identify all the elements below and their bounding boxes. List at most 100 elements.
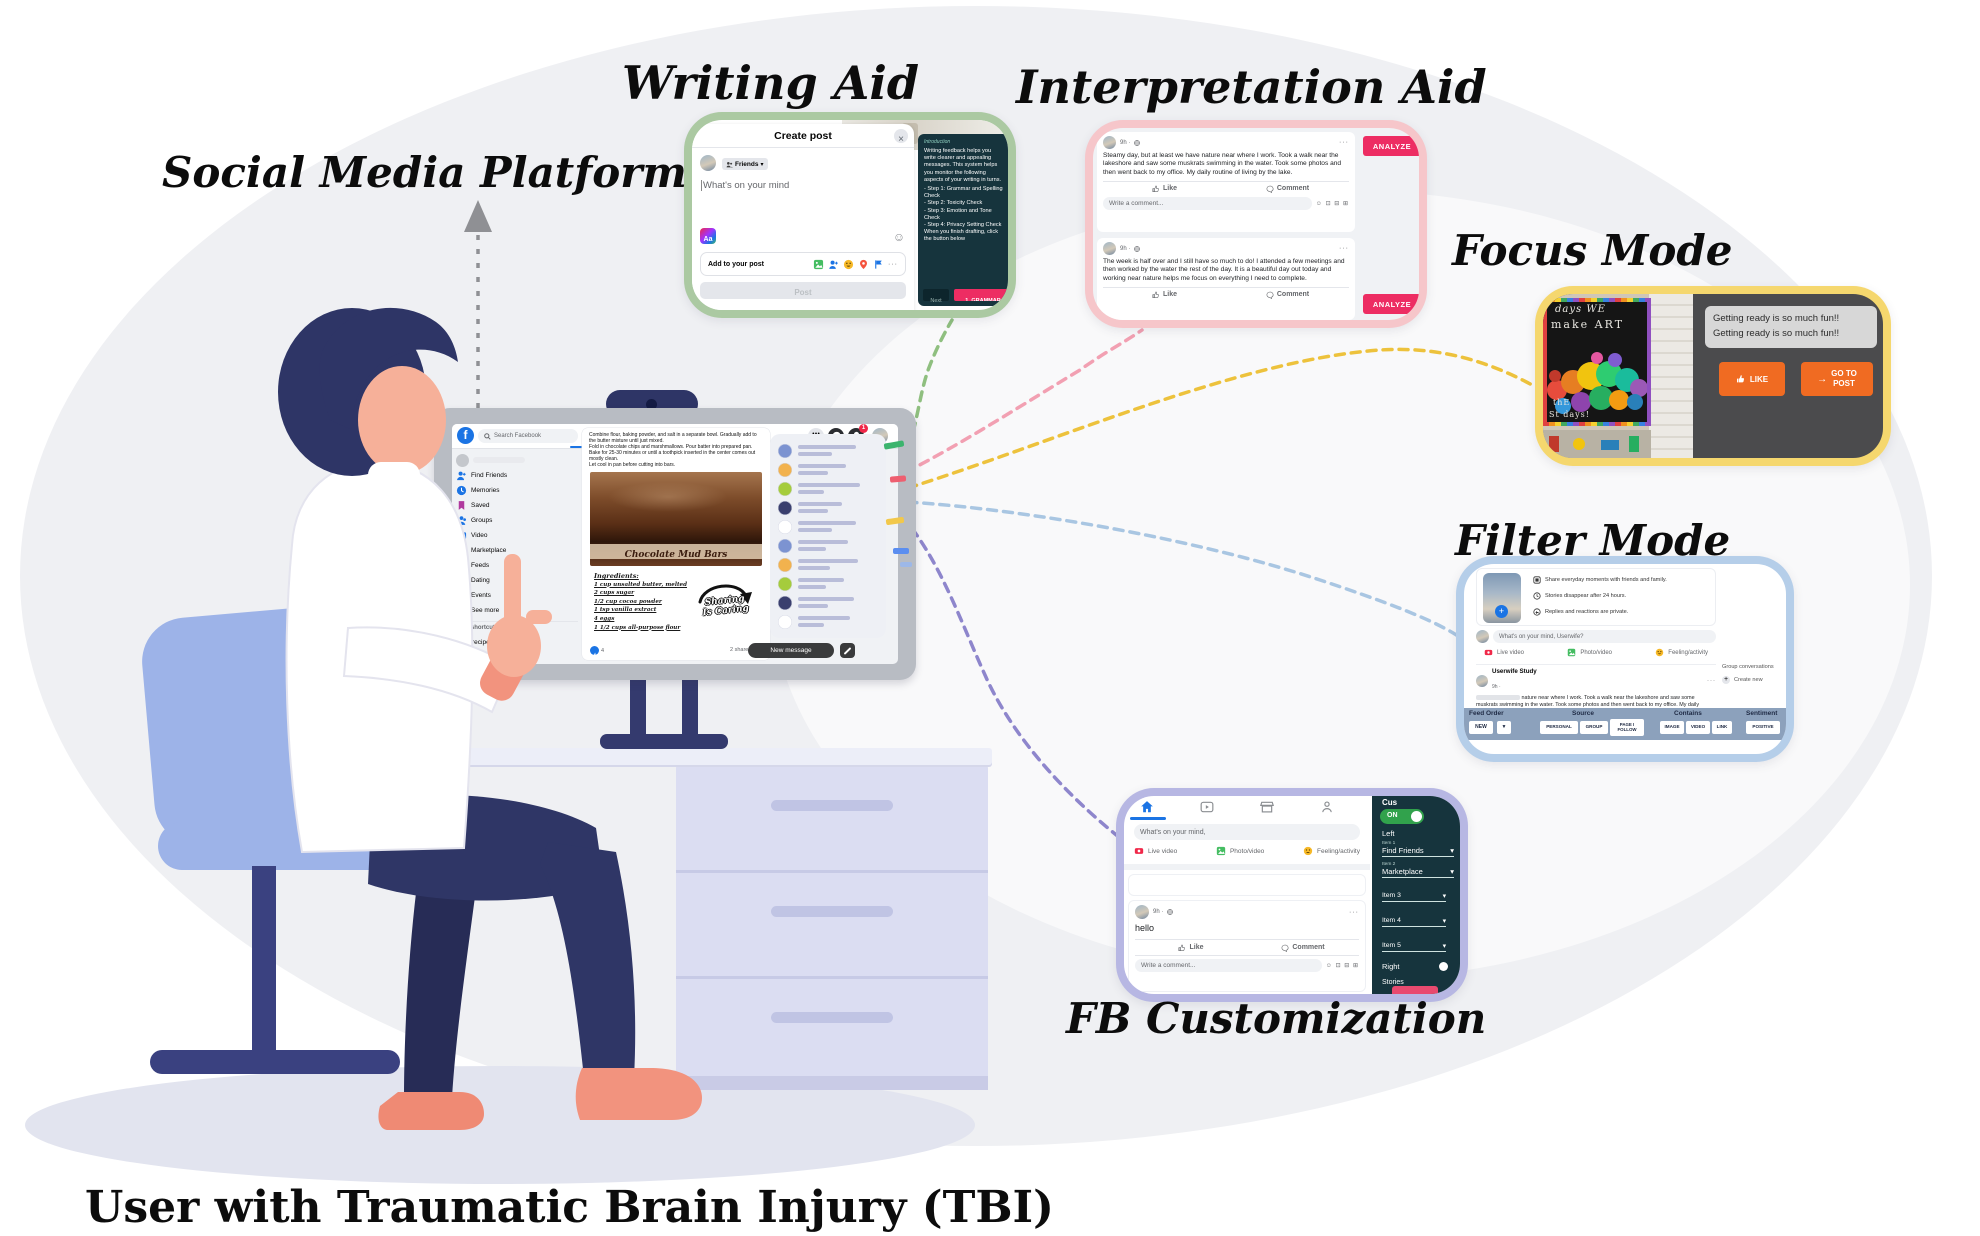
like-button[interactable]: LIKE xyxy=(1719,362,1785,396)
filter-group-label: Sentiment xyxy=(1746,710,1778,717)
post-options[interactable]: ··· xyxy=(1339,139,1349,146)
comment-button[interactable]: Comment xyxy=(1247,944,1359,952)
comment-input[interactable]: Write a comment... xyxy=(1103,197,1312,211)
audience-selector[interactable]: Friends ▾ xyxy=(722,158,768,170)
analyze-button[interactable]: ANALYZE xyxy=(1363,136,1419,156)
tab-home[interactable] xyxy=(1140,800,1154,819)
sidebar-item-saved[interactable]: Saved xyxy=(456,498,578,513)
feed-order-caret[interactable]: ▼ xyxy=(1497,721,1511,734)
sidebar-item-events[interactable]: Events xyxy=(456,588,578,603)
filter-button-page[interactable]: PAGE I FOLLOW xyxy=(1610,719,1644,736)
sidebar-item-video[interactable]: Video xyxy=(456,528,578,543)
post-options[interactable]: ··· xyxy=(1339,245,1349,252)
sidebar-item-find-friends[interactable]: Find Friends xyxy=(456,468,578,483)
filter-button-positive[interactable]: POSITIVE xyxy=(1746,721,1780,734)
post-image[interactable]: Chocolate Mud Bars xyxy=(590,472,762,566)
dropdown-item-3[interactable]: Item 3▾ xyxy=(1382,892,1446,902)
post-button[interactable]: Post xyxy=(700,282,906,299)
search-input[interactable]: Search Facebook xyxy=(478,429,578,443)
sidebar-item-memories[interactable]: Memories xyxy=(456,483,578,498)
create-new-button[interactable]: + Create new xyxy=(1722,676,1763,684)
feeling-icon[interactable] xyxy=(843,259,854,270)
dialog-title: Create post xyxy=(774,130,832,142)
stories-bullet: Replies and reactions are private. xyxy=(1533,608,1628,616)
share-count[interactable]: 2 shares xyxy=(730,647,752,653)
sidebar-item-see-more[interactable]: See more xyxy=(456,603,578,618)
analyze-button[interactable]: ANALYZE xyxy=(1363,294,1419,314)
tab-video[interactable] xyxy=(1200,800,1214,819)
composer-input[interactable]: What's on your mind xyxy=(701,180,789,191)
live-video-button[interactable]: Live video xyxy=(1484,648,1524,657)
story-thumbnail[interactable]: + xyxy=(1483,573,1521,623)
tab-marketplace[interactable] xyxy=(1260,800,1274,819)
sidebar-item-dating[interactable]: Dating xyxy=(456,573,578,588)
photo-video-button[interactable]: Photo/video xyxy=(1216,846,1264,856)
feeling-activity-button[interactable]: Feeling/activity xyxy=(1655,648,1708,657)
label-writing-aid: Writing Aid xyxy=(622,56,919,110)
comment-button[interactable]: Comment xyxy=(1226,291,1349,299)
tab-groups[interactable] xyxy=(1320,800,1334,819)
shortcut-item-recipes[interactable]: recipes xyxy=(456,635,578,650)
drawer-handle xyxy=(771,800,893,811)
dropdown-item-5[interactable]: Item 5▾ xyxy=(1382,942,1446,952)
emoji-button[interactable]: ☺ xyxy=(892,228,906,244)
focus-message-line: Getting ready is so much fun!! xyxy=(1713,313,1840,324)
post-options[interactable]: ··· xyxy=(1349,908,1359,916)
more-icon[interactable]: ··· xyxy=(888,260,898,268)
ingredients-title: Ingredients: xyxy=(594,572,639,580)
post-options[interactable]: ··· xyxy=(1707,677,1716,684)
stories-label: Stories xyxy=(1382,979,1404,986)
sidebar-item-groups[interactable]: Groups xyxy=(456,513,578,528)
video-icon xyxy=(1200,801,1214,813)
sidebar-profile[interactable] xyxy=(456,452,578,468)
sidebar-item-feeds[interactable]: Feeds xyxy=(456,558,578,573)
add-story-button[interactable]: + xyxy=(1495,605,1508,618)
filter-button-link[interactable]: LINK xyxy=(1712,721,1732,734)
composer-input[interactable]: What's on your mind, Userwife? xyxy=(1493,630,1716,643)
on-toggle[interactable]: ON xyxy=(1380,809,1424,824)
photo-video-button[interactable]: Photo/video xyxy=(1567,648,1612,657)
caret-icon: ▾ xyxy=(1450,846,1454,855)
dropdown-item-4[interactable]: Item 4▾ xyxy=(1382,917,1446,927)
filter-button-video[interactable]: VIDEO xyxy=(1686,721,1710,734)
compose-button[interactable] xyxy=(840,643,855,658)
post-body-line: Combine flour, baking powder, and salt i… xyxy=(589,432,757,444)
sticky-note xyxy=(900,562,912,567)
composer-input[interactable]: What's on your mind, xyxy=(1134,824,1360,840)
filter-group-label: Contains xyxy=(1674,710,1702,717)
chair-seat xyxy=(158,822,400,870)
right-toggle-knob[interactable] xyxy=(1439,962,1448,971)
dropdown-find-friends[interactable]: Find Friends▾ xyxy=(1382,846,1454,857)
close-button[interactable]: × xyxy=(894,129,908,145)
caret-icon: ▾ xyxy=(1442,943,1446,950)
tag-friends-icon[interactable] xyxy=(828,259,839,270)
feed-order-value[interactable]: NEW xyxy=(1469,721,1493,734)
dropdown-marketplace[interactable]: Marketplace▾ xyxy=(1382,867,1454,878)
like-count-chip[interactable]: 4 xyxy=(590,646,604,657)
avatar xyxy=(456,453,469,467)
like-button[interactable]: Like xyxy=(1103,291,1226,299)
sidebar-item-marketplace[interactable]: Marketplace xyxy=(456,543,578,558)
composer-placeholder: What's on your mind xyxy=(703,180,790,191)
flag-icon[interactable] xyxy=(873,259,884,270)
live-video-button[interactable]: Live video xyxy=(1134,846,1177,856)
like-button[interactable]: Like xyxy=(1135,944,1247,952)
comment-button[interactable]: Comment xyxy=(1226,185,1349,193)
feeling-activity-button[interactable]: Feeling/activity xyxy=(1303,846,1360,856)
filter-button-personal[interactable]: PERSONAL xyxy=(1540,721,1578,734)
next-button[interactable]: Next xyxy=(923,289,949,304)
comment-input[interactable]: Write a comment... xyxy=(1135,959,1322,972)
sidebar-item-label: Feeds xyxy=(471,562,490,569)
new-message-button[interactable]: New message xyxy=(748,643,834,658)
text-format-button[interactable]: Aa xyxy=(700,228,716,244)
grammar-button[interactable]: 1. GRAMMAR xyxy=(954,289,1008,301)
sidebar-action-button[interactable] xyxy=(1392,986,1438,994)
photo-icon[interactable] xyxy=(813,259,824,270)
checkin-icon[interactable] xyxy=(858,259,869,270)
filter-button-image[interactable]: IMAGE xyxy=(1660,721,1684,734)
filter-button-group[interactable]: GROUP xyxy=(1580,721,1608,734)
facebook-logo-icon[interactable]: f xyxy=(457,427,474,444)
friends-icon xyxy=(457,471,466,481)
like-button[interactable]: Like xyxy=(1103,185,1226,193)
